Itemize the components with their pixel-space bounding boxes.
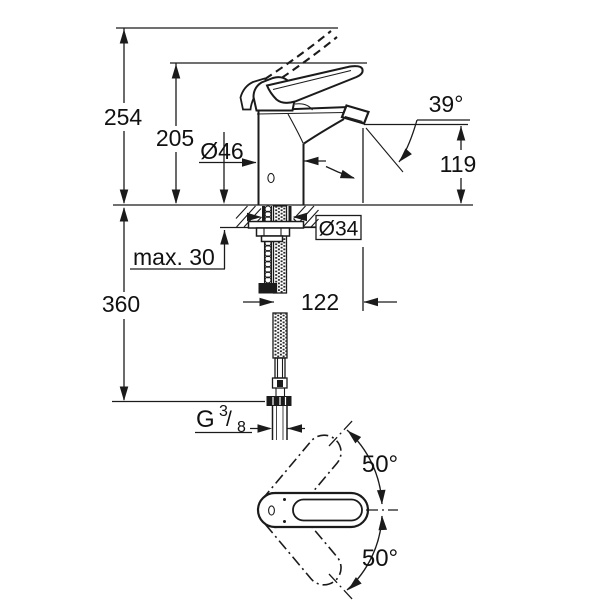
dim-thread-g: G xyxy=(196,406,215,433)
deck-hatch-right xyxy=(294,205,319,228)
lever-handle xyxy=(265,65,364,104)
handle-top-view xyxy=(256,419,398,600)
rod-end xyxy=(258,283,277,294)
handle-top-lever xyxy=(292,498,363,522)
dim-swing-down: 50° xyxy=(362,545,398,572)
supply-hose-upper xyxy=(272,205,288,294)
dim-thread-numerator: 3 xyxy=(219,403,228,420)
mounting-washer xyxy=(247,220,305,229)
threaded-rod xyxy=(263,206,273,283)
dim-spray-angle: 39° xyxy=(429,91,464,117)
stream-line xyxy=(365,127,404,173)
dimension-labels: 254 205 Ø46 39° 119 Ø34 max. 30 360 122 … xyxy=(102,91,477,572)
lever-raised-outline xyxy=(264,30,332,80)
dim-body-diameter: Ø46 xyxy=(200,138,243,164)
dim-hole-diameter: Ø34 xyxy=(319,218,359,241)
dim-swing-up: 50° xyxy=(362,451,398,478)
mounting-section xyxy=(235,205,319,440)
lever-raised-outline-inner xyxy=(270,36,338,86)
hole-diameter-label-box xyxy=(315,214,362,241)
dim-spout-height: 119 xyxy=(440,151,477,177)
mounting-nut xyxy=(255,227,291,237)
dim-spout-reach: 122 xyxy=(301,289,339,315)
dim-max-deck: max. 30 xyxy=(133,244,215,270)
centerline-down xyxy=(328,573,354,600)
dim-overall-height: 254 xyxy=(104,104,143,130)
spout-underside xyxy=(303,118,345,145)
swing-arc-lower xyxy=(346,515,383,591)
faucet-side-view xyxy=(239,30,404,205)
deck-hatch-left xyxy=(235,205,262,228)
dim-hose-drop: 360 xyxy=(102,291,140,317)
hose-connector-nut xyxy=(266,396,292,406)
swing-arc-upper xyxy=(346,429,383,505)
aerator xyxy=(340,104,370,125)
body-marking xyxy=(267,172,275,184)
connection-tube xyxy=(271,406,288,440)
dim-lever-height: 205 xyxy=(156,125,194,151)
dim-thread-denominator: 8 xyxy=(237,419,246,436)
centerline-up xyxy=(328,419,354,447)
dim-thread-slash: / xyxy=(226,408,232,431)
